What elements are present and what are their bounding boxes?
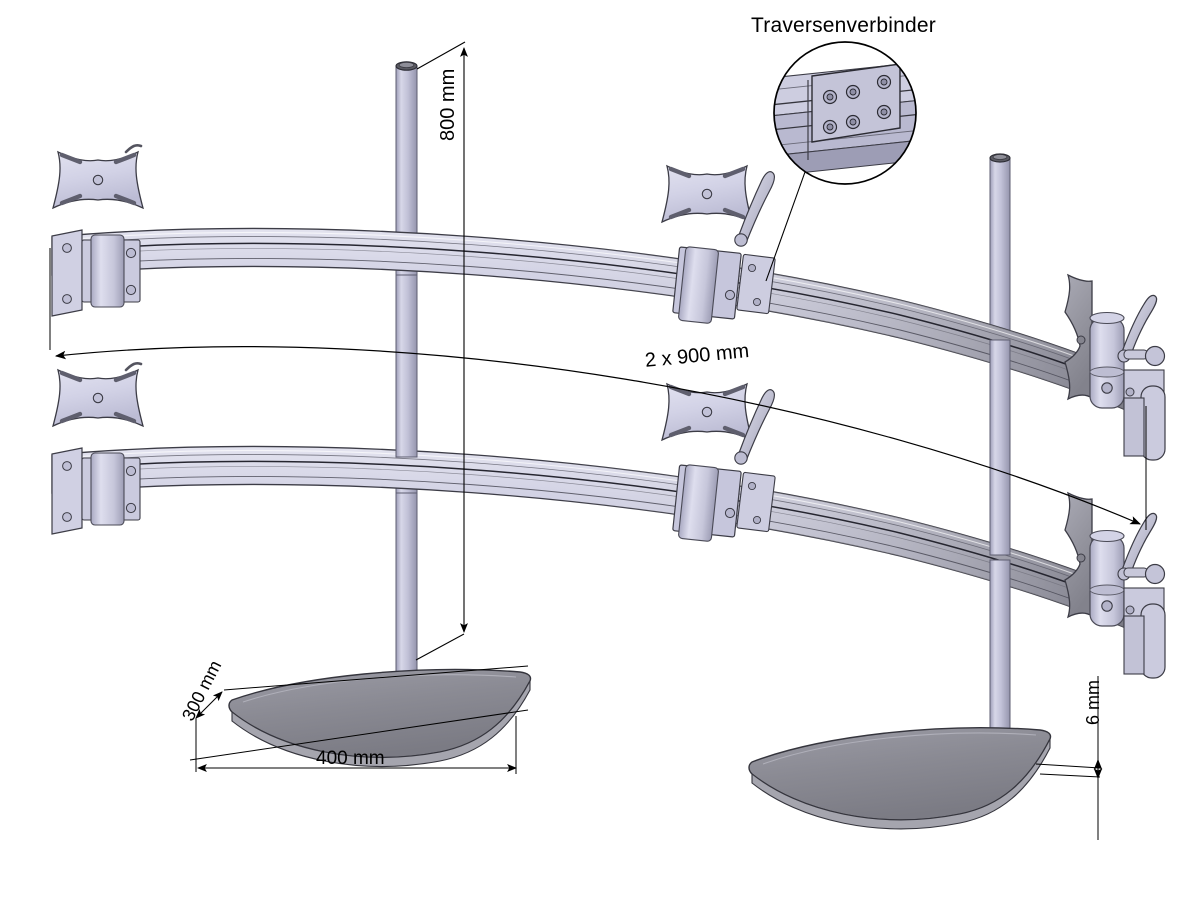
vesa-mount-lower-left <box>51 361 144 535</box>
vesa-mount-lower-right <box>1064 491 1166 679</box>
dimension-label-base-width: 400 mm <box>316 748 385 769</box>
right-pole-front-seg <box>989 339 1011 556</box>
left-base-plate <box>228 668 532 767</box>
dimension-label-base-thickness: 6 mm <box>1083 680 1103 725</box>
clamp-lever-icon <box>1121 294 1158 359</box>
left-pole-front-seg <box>395 274 418 458</box>
dimension-800mm <box>415 41 468 661</box>
dimension-label-height: 800 mm <box>437 68 459 141</box>
left-pole-lower-seg <box>395 492 418 691</box>
connector-bolts <box>822 74 892 135</box>
dimension-400mm <box>197 716 517 774</box>
dimension-6mm <box>1035 676 1103 840</box>
vesa-mount-lower-middle <box>661 382 776 542</box>
detail-leader-line <box>765 171 806 282</box>
dimension-2x900mm <box>49 248 1147 530</box>
lower-crossbar <box>51 445 1141 635</box>
clamp-lever-icon <box>1121 512 1158 577</box>
detail-callout-label: Traversenverbinder <box>751 14 936 37</box>
vesa-mount-upper-middle <box>661 164 776 324</box>
vesa-mount-upper-left <box>51 143 144 317</box>
dimension-300mm <box>189 665 529 772</box>
right-base-plate <box>748 727 1052 830</box>
upper-crossbar <box>51 227 1141 417</box>
vesa-mount-upper-right <box>1064 273 1166 461</box>
clamp-lever-icon <box>738 171 775 245</box>
detail-circle-traversenverbinder <box>765 41 917 282</box>
